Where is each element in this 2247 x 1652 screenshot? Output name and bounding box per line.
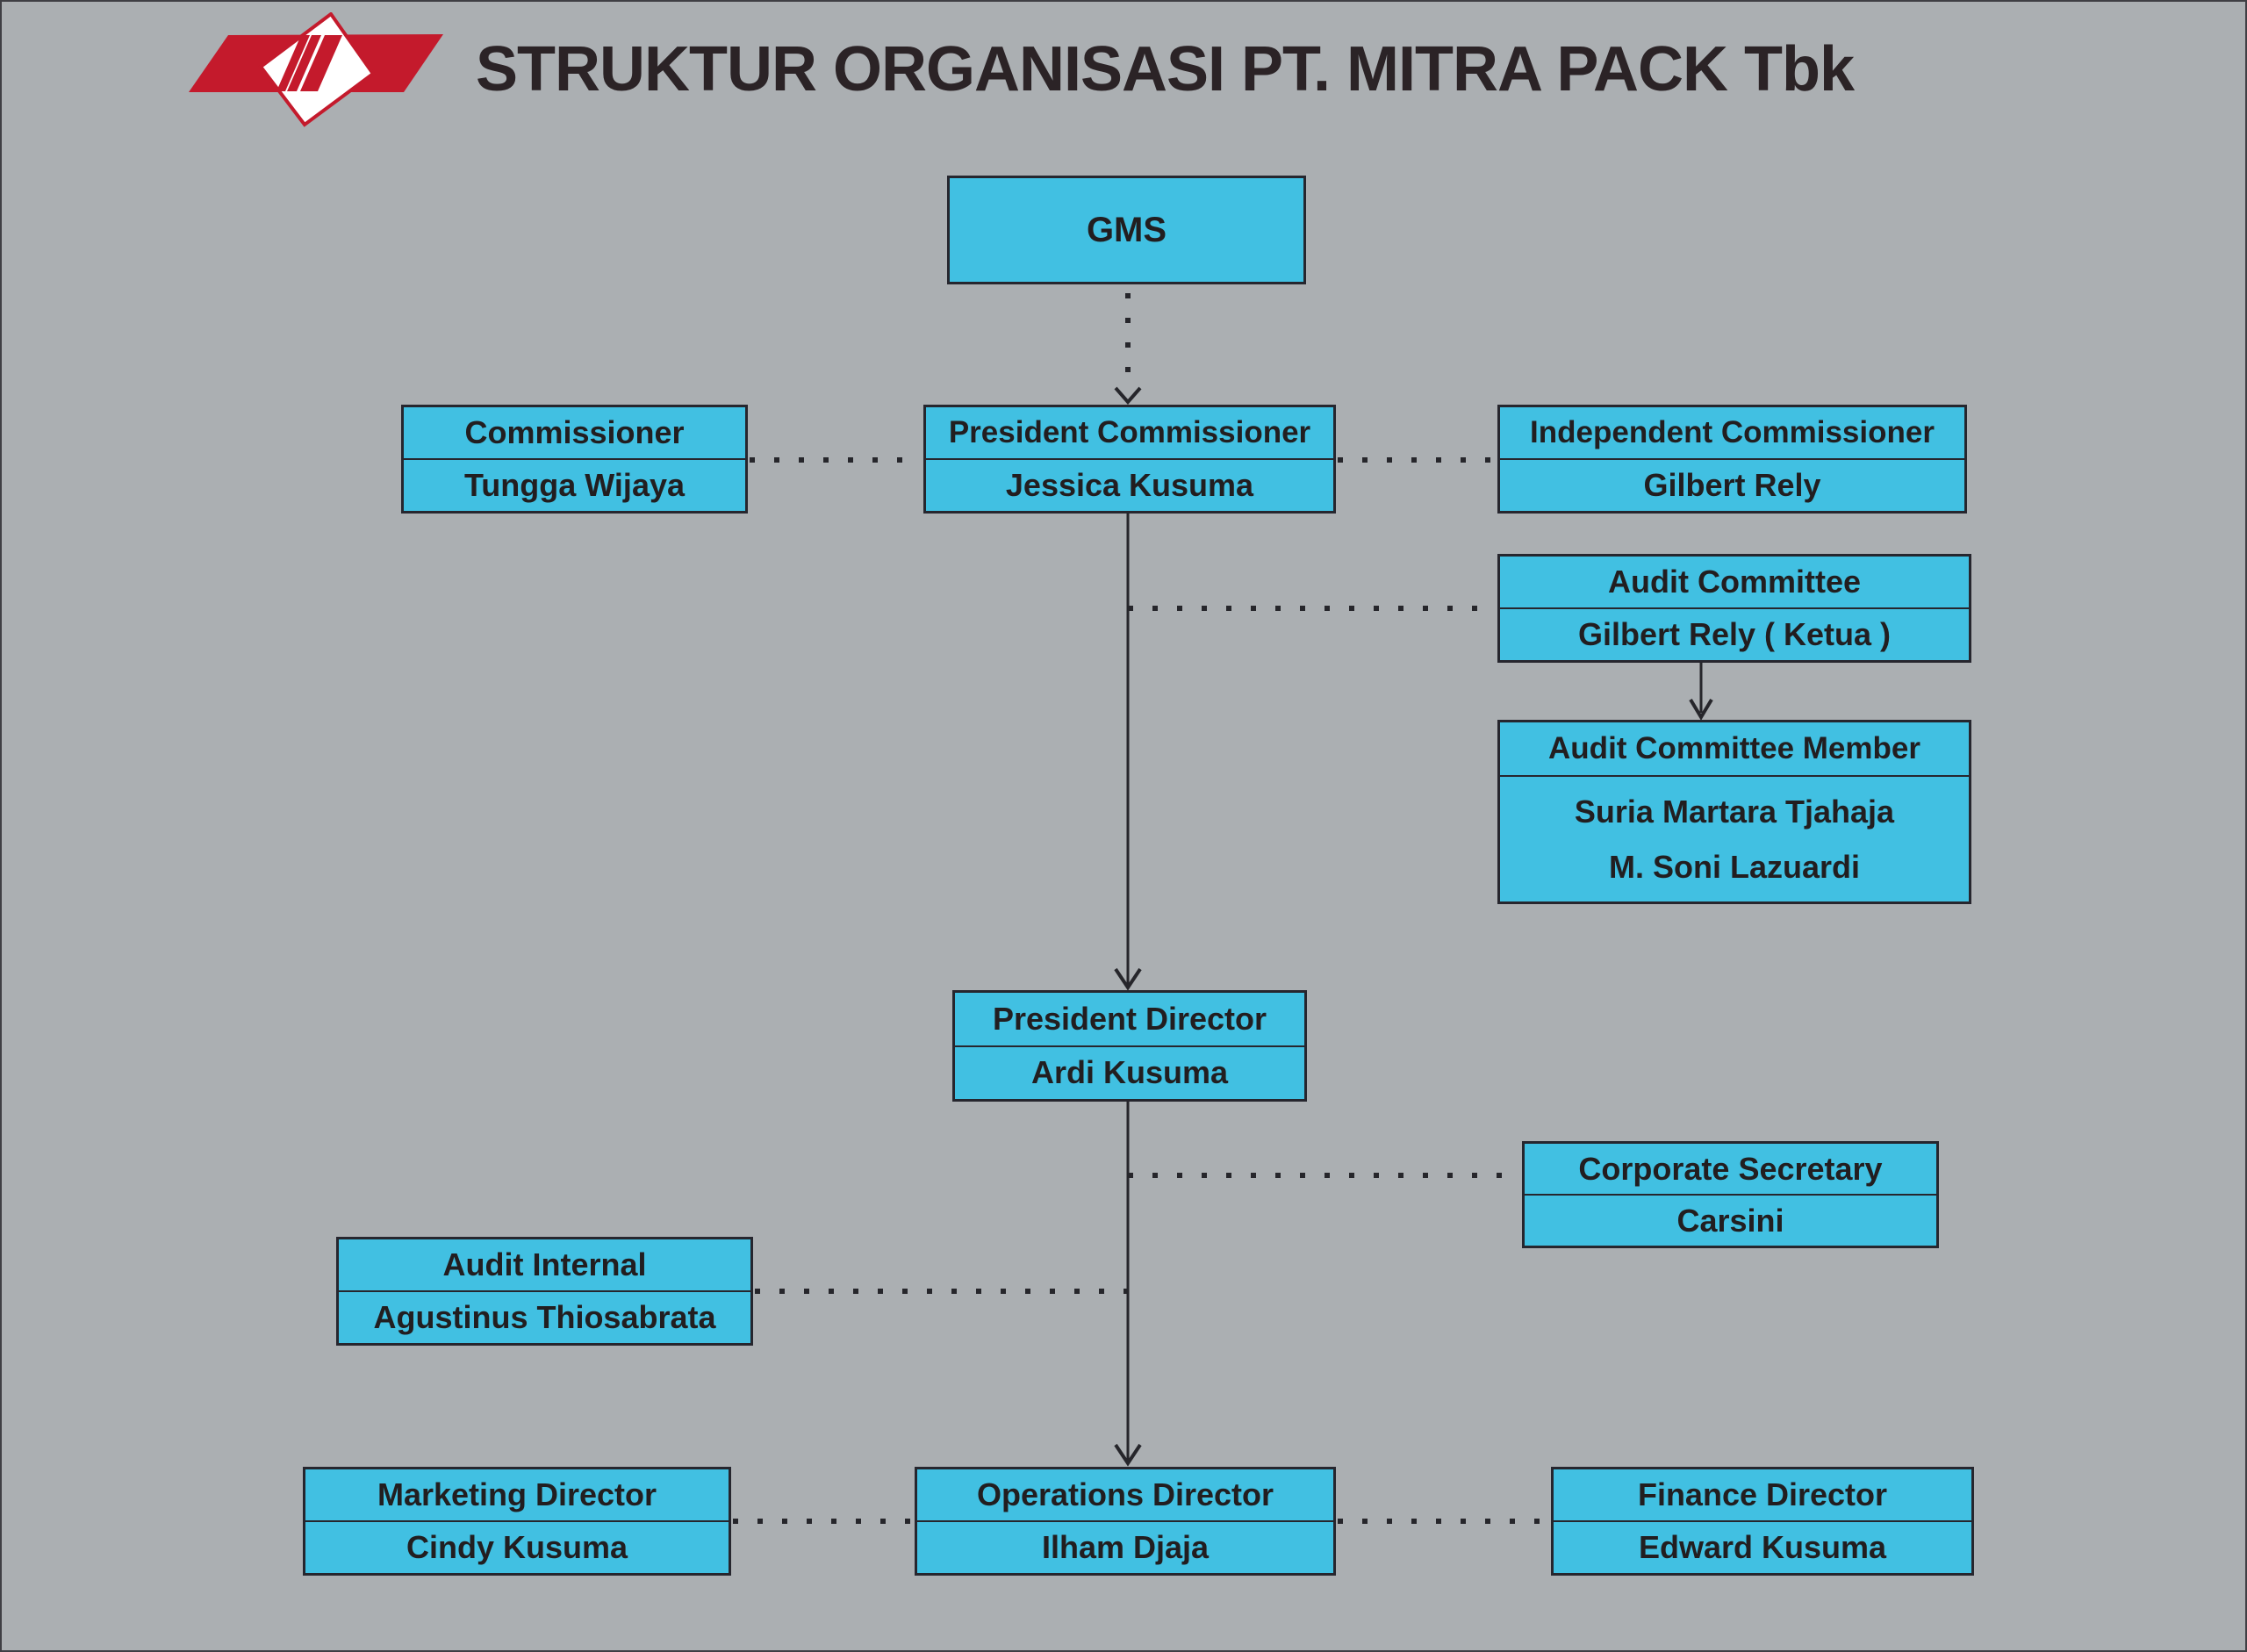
node-audit-committee-member: Audit Committee Member Suria Martara Tja… [1497,720,1971,904]
node-person: Gilbert Rely ( Ketua ) [1577,616,1892,652]
node-person: Ardi Kusuma [1030,1054,1229,1091]
node-president-commissioner: President Commissioner Jessica Kusuma [923,405,1336,514]
arrowhead-prescom [1114,386,1142,406]
page-title: STRUKTUR ORGANISASI PT. MITRA PACK Tbk [476,34,1855,104]
node-finance-director: Finance Director Edward Kusuma [1551,1467,1974,1576]
node-audit-committee: Audit Committee Gilbert Rely ( Ketua ) [1497,554,1971,663]
node-person: Jessica Kusuma [1005,467,1254,503]
node-operations-director: Operations Director Ilham Djaja [915,1467,1336,1576]
node-marketing-director: Marketing Director Cindy Kusuma [303,1467,731,1576]
node-title: Finance Director [1554,1469,1971,1522]
node-title: Corporate Secretary [1525,1144,1936,1196]
arrowhead-member [1689,698,1713,721]
node-president-director: President Director Ardi Kusuma [952,990,1307,1102]
node-title: Audit Committee [1500,557,1969,609]
node-person: Tungga Wijaya [463,467,686,503]
node-person: Gilbert Rely [1643,467,1821,503]
company-logo-icon [189,12,443,127]
node-title: Commissioner [404,407,745,460]
node-title: Audit Internal [339,1239,750,1292]
node-title: Operations Director [917,1469,1333,1522]
node-commissioner: Commissioner Tungga Wijaya [401,405,748,514]
node-title: President Commissioner [926,407,1333,460]
node-person: Suria Martara Tjahaja [1574,793,1895,830]
node-title: GMS [1086,210,1167,249]
node-corporate-secretary: Corporate Secretary Carsini [1522,1141,1939,1248]
node-person: M. Soni Lazuardi [1608,848,1860,885]
node-title: Independent Commissioner [1500,407,1964,460]
node-person: Cindy Kusuma [406,1529,628,1565]
arrowhead-opsdir [1114,1443,1142,1467]
node-person: Agustinus Thiosabrata [373,1299,716,1335]
node-person: Carsini [1676,1202,1784,1239]
node-title: Marketing Director [305,1469,729,1522]
node-gms: GMS [947,176,1306,284]
member-list: Suria Martara Tjahaja M. Soni Lazuardi [1500,777,1969,901]
node-title: President Director [955,993,1304,1047]
node-person: Ilham Djaja [1041,1529,1210,1565]
node-person: Edward Kusuma [1638,1529,1887,1565]
node-independent-commissioner: Independent Commissioner Gilbert Rely [1497,405,1967,514]
arrowhead-presdir [1114,967,1142,991]
node-title: Audit Committee Member [1500,722,1969,777]
node-audit-internal: Audit Internal Agustinus Thiosabrata [336,1237,753,1346]
